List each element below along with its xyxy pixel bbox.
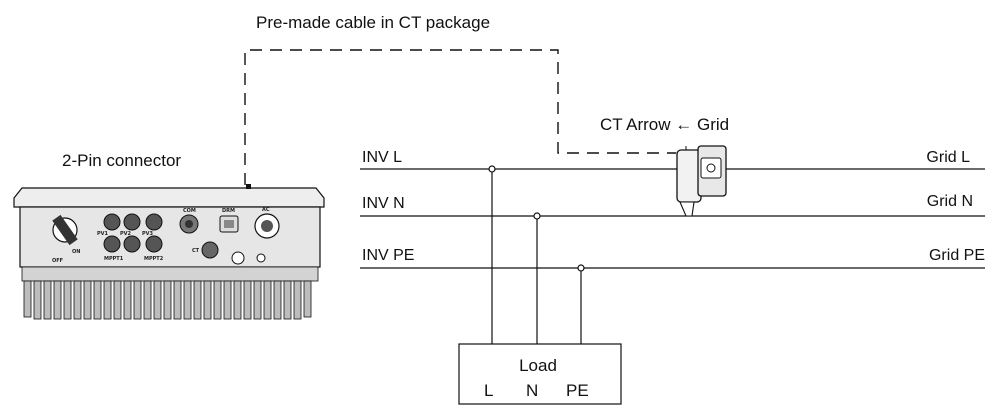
- switch-on-label: ON: [72, 249, 80, 255]
- inv-pe-label: INV PE: [362, 247, 414, 264]
- ground-terminal: [256, 253, 266, 263]
- vent-plug: [231, 251, 245, 265]
- ct-clamp: [676, 145, 727, 217]
- junction-n: [533, 212, 541, 220]
- junction-pe: [577, 264, 585, 272]
- pv3-connector-bottom: [145, 235, 163, 253]
- inv-l-label: INV L: [362, 149, 402, 166]
- load-terminal-l: L: [484, 381, 493, 400]
- connector-label: 2-Pin connector: [62, 151, 181, 170]
- load-terminal-pe: PE: [566, 381, 589, 400]
- pv1-connector-top: [103, 213, 121, 231]
- pv2-label: PV2: [120, 231, 132, 237]
- pv1-label: PV1: [97, 231, 109, 237]
- pv3-label: PV3: [142, 231, 154, 237]
- heatsink-fins: [21, 266, 319, 320]
- grid-n-label: Grid N: [927, 193, 973, 210]
- ct-cable-dashed: [244, 49, 676, 185]
- inverter: ON OFF PV1 PV2 PV3 MPPT1 MPPT2 COM CT DR…: [13, 184, 325, 320]
- load-title: Load: [519, 356, 557, 375]
- ac-label: AC: [262, 207, 270, 213]
- ct-port-label: CT: [192, 248, 200, 254]
- pv2-connector-bottom: [123, 235, 141, 253]
- ct-port: [201, 241, 219, 259]
- pv3-connector-top: [145, 213, 163, 231]
- inv-n-label: INV N: [362, 195, 405, 212]
- cable-label: Pre-made cable in CT package: [256, 13, 490, 32]
- drm-label: DRM: [222, 208, 235, 214]
- mppt2-label: MPPT2: [144, 256, 164, 262]
- load-terminal-n: N: [526, 381, 538, 400]
- pv2-connector-top: [123, 213, 141, 231]
- pv1-connector-bottom: [103, 235, 121, 253]
- junction-l: [488, 165, 496, 173]
- com-label: COM: [183, 208, 196, 214]
- load-box: [458, 343, 622, 405]
- mppt1-label: MPPT1: [104, 256, 124, 262]
- grid-pe-label: Grid PE: [929, 247, 985, 264]
- switch-off-label: OFF: [52, 258, 63, 264]
- grid-l-label: Grid L: [926, 149, 970, 166]
- ct-arrow-label: CT Arrow ← Grid: [600, 115, 729, 134]
